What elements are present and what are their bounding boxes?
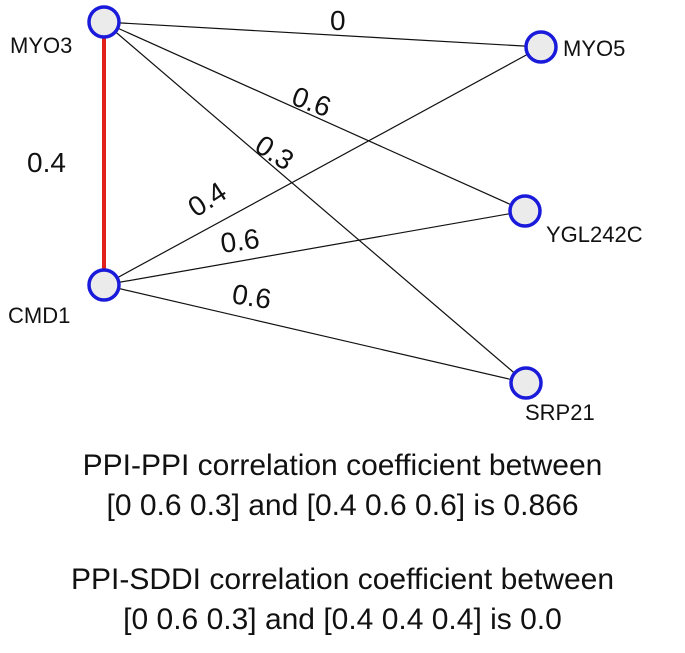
node-srp21 bbox=[509, 366, 543, 400]
node-label-myo5: MYO5 bbox=[563, 36, 625, 61]
ppi-sddi-caption: PPI-SDDI correlation coefficient between… bbox=[0, 560, 685, 640]
caption-line: PPI-SDDI correlation coefficient between bbox=[70, 563, 615, 596]
node-ygl242c bbox=[508, 194, 542, 228]
edges-layer bbox=[102, 21, 542, 384]
node-label-cmd1: CMD1 bbox=[8, 303, 70, 328]
edge-weight-label: 0.6 bbox=[230, 278, 273, 315]
edge-cmd1-srp21 bbox=[103, 284, 527, 384]
edge-cmd1-myo5 bbox=[103, 46, 542, 286]
edge-weight-label: 0.6 bbox=[288, 81, 335, 123]
caption-line: [0 0.6 0.3] and [0.4 0.4 0.4] is 0.0 bbox=[123, 603, 562, 636]
caption-line: [0 0.6 0.3] and [0.4 0.6 0.6] is 0.866 bbox=[106, 489, 579, 522]
edge-myo3-myo5 bbox=[103, 21, 542, 48]
node-myo5 bbox=[524, 30, 558, 64]
edge-weight-label: 0.4 bbox=[182, 176, 232, 223]
node-cmd1 bbox=[87, 268, 121, 302]
edge-weight-label: 0.4 bbox=[27, 147, 66, 178]
edge-weight-label: 0 bbox=[330, 5, 346, 36]
edge-myo3-srp21 bbox=[103, 21, 527, 384]
edge-weight-label: 0.3 bbox=[250, 129, 300, 176]
network-graph: 0.400.60.30.40.60.6 MYO3CMD1MYO5YGL242CS… bbox=[8, 5, 643, 425]
nodes-layer bbox=[87, 5, 558, 400]
node-myo3 bbox=[87, 5, 121, 39]
edge-cmd1-ygl242c bbox=[103, 210, 526, 286]
caption-line: PPI-PPI correlation coefficient between bbox=[82, 449, 603, 482]
edge-weight-label: 0.6 bbox=[219, 223, 262, 259]
node-label-ygl242c: YGL242C bbox=[546, 222, 643, 247]
ppi-ppi-caption: PPI-PPI correlation coefficient between … bbox=[0, 446, 685, 526]
edge-labels-layer: 0.400.60.30.40.60.6 bbox=[27, 5, 346, 315]
node-label-srp21: SRP21 bbox=[525, 400, 595, 425]
node-label-myo3: MYO3 bbox=[10, 33, 72, 58]
edge-myo3-ygl242c bbox=[103, 21, 526, 212]
